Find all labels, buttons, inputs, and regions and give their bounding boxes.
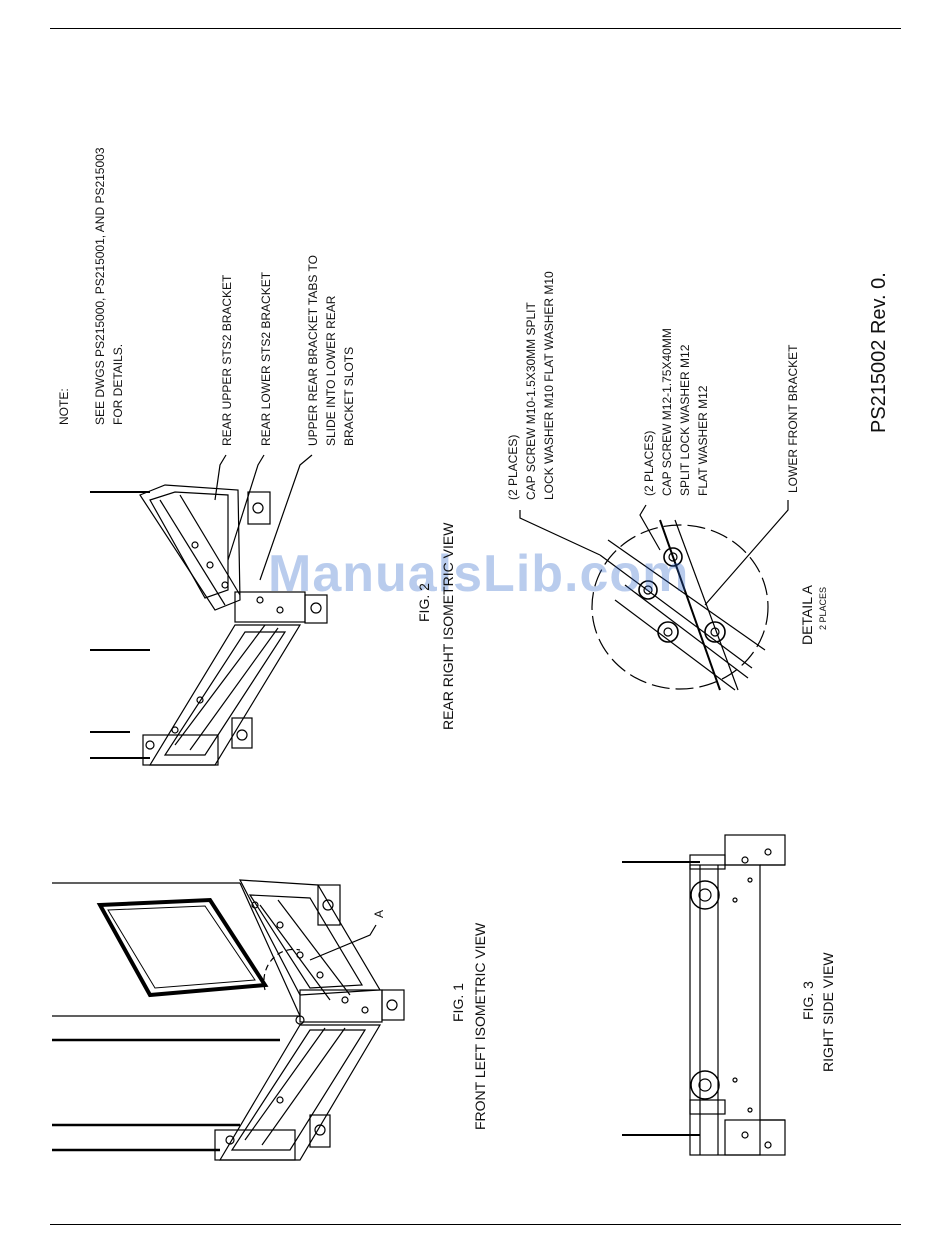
- callout-rear-upper: REAR UPPER STS2 BRACKET: [220, 274, 234, 446]
- detail-a-sub: 2 PLACES: [818, 586, 828, 630]
- fig2-number: FIG. 2: [416, 583, 432, 622]
- detail-a-drawing: [519, 500, 789, 691]
- note-line-2: FOR DETAILS.: [111, 343, 125, 425]
- fig1-number: FIG. 1: [450, 983, 466, 1022]
- detail-ref-a: A: [372, 909, 386, 918]
- fig1-title: FRONT LEFT ISOMETRIC VIEW: [472, 922, 488, 1130]
- detail-a-title: DETAIL A: [799, 585, 815, 645]
- fig1-drawing: [52, 879, 405, 1161]
- note-title: NOTE:: [57, 388, 71, 425]
- fig2-drawing: [90, 454, 328, 766]
- doc-number: PS215002 Rev. 0.: [868, 272, 890, 433]
- callout-rear-lower: REAR LOWER STS2 BRACKET: [259, 271, 273, 446]
- callout-m10-hardware: (2 PLACES) CAP SCREW M10-1.5X30MM SPLIT …: [506, 271, 556, 500]
- fig2-title: REAR RIGHT ISOMETRIC VIEW: [440, 522, 456, 730]
- fig3-number: FIG. 3: [800, 981, 816, 1020]
- note-line-1: SEE DWGS PS215000, PS215001, AND PS21500…: [93, 147, 107, 425]
- callout-bracket-tabs: UPPER REAR BRACKET TABS TO SLIDE INTO LO…: [306, 255, 356, 446]
- fig3-drawing: [622, 834, 786, 1156]
- fig3-title: RIGHT SIDE VIEW: [820, 952, 836, 1072]
- bottom-rule: [50, 1224, 901, 1225]
- callout-lower-front-bracket: LOWER FRONT BRACKET: [786, 344, 800, 493]
- callout-m12-hardware: (2 PLACES) CAP SCREW M12-1.75X40MM SPLIT…: [642, 328, 710, 496]
- watermark: ManualsLib.com: [268, 545, 690, 603]
- note-block: NOTE: SEE DWGS PS215000, PS215001, AND P…: [55, 147, 127, 425]
- top-rule: [50, 28, 901, 29]
